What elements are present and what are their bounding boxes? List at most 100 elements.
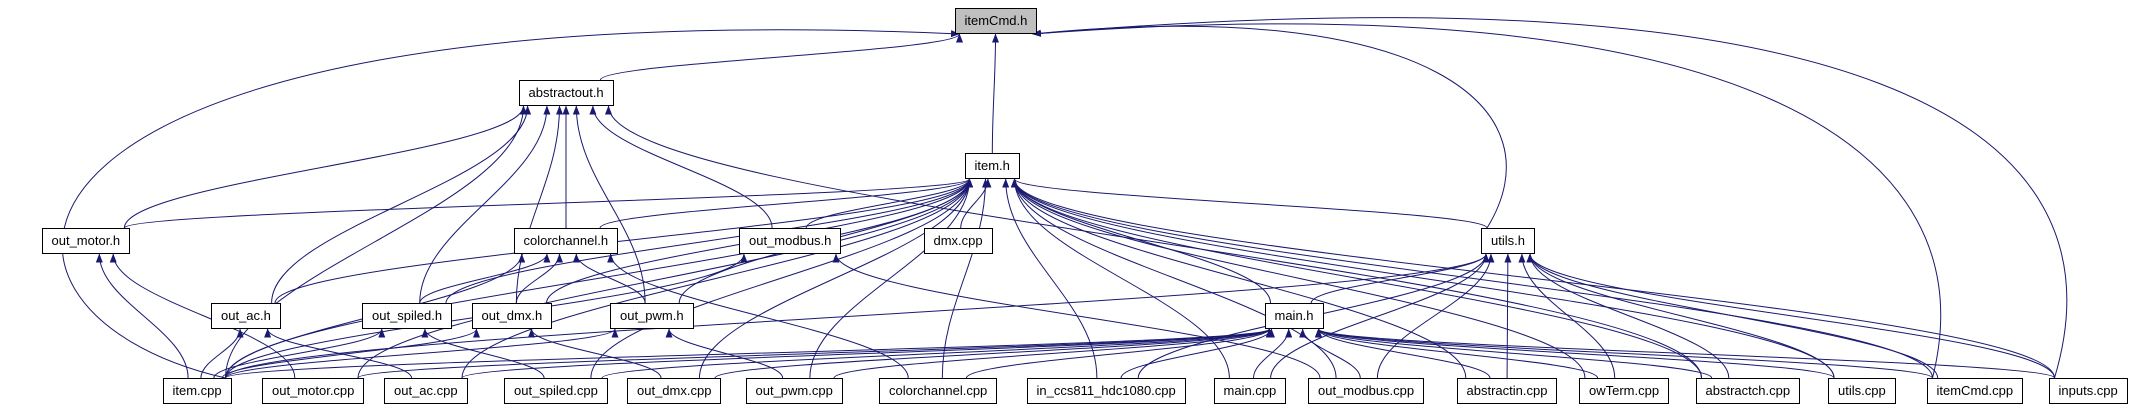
edge-out_spiled_h-to-item_h — [445, 178, 973, 304]
graph-node-main_h[interactable]: main.h — [1264, 303, 1324, 329]
edge-out_pwm_cpp-to-item_h — [809, 178, 973, 379]
edge-out_modbus_cpp-to-utils_h — [1376, 253, 1495, 379]
edge-main_h-to-utils_h — [1310, 253, 1490, 304]
graph-node-out_motor_h[interactable]: out_motor.h — [41, 228, 131, 254]
edge-abstractch_cpp-to-main_h — [1315, 328, 1713, 379]
edge-utils_h-to-itemCmd_h — [1032, 25, 1507, 229]
edge-item_cpp-to-out_pwm_h — [225, 328, 619, 379]
graph-node-out_spiled_cpp[interactable]: out_spiled.cpp — [504, 378, 608, 404]
graph-node-out_pwm_cpp[interactable]: out_pwm.cpp — [745, 378, 843, 404]
edge-item_cpp-to-out_dmx_h — [221, 328, 480, 379]
edge-out_motor_cpp-to-main_h — [357, 328, 1273, 379]
edge-abstractch_cpp-to-utils_h — [1526, 253, 1730, 379]
edge-out_motor_h-to-item_h — [124, 178, 973, 229]
edge-inputs_cpp-to-utils_h — [1526, 253, 2055, 379]
edge-out_spiled_h-to-abstractout_h — [419, 105, 551, 304]
edge-abstractch_cpp-to-abstractout_h — [605, 105, 1702, 379]
graph-node-out_pwm_h[interactable]: out_pwm.h — [610, 303, 694, 329]
edge-utils_cpp-to-item_h — [1011, 178, 1835, 379]
graph-node-out_ac_cpp[interactable]: out_ac.cpp — [384, 378, 468, 404]
edge-out_ac_h-to-item_h — [274, 178, 973, 304]
graph-node-out_modbus_h[interactable]: out_modbus.h — [739, 228, 842, 254]
edge-item_cpp-to-abstractout_h — [225, 105, 527, 379]
edge-colorchannel_cpp-to-item_h — [941, 178, 990, 379]
edge-owTerm_cpp-to-main_h — [1315, 328, 1599, 379]
edge-utils_h-to-item_h — [1011, 178, 1488, 229]
graph-node-abstractin_cpp[interactable]: abstractin.cpp — [1456, 378, 1558, 404]
edge-utils_cpp-to-main_h — [1315, 328, 1835, 379]
edge-out_dmx_h-to-abstractout_h — [515, 105, 564, 304]
edge-out_pwm_h-to-abstractout_h — [572, 105, 646, 304]
graph-node-in_ccs811_hdc1080_cpp[interactable]: in_ccs811_hdc1080.cpp — [1026, 378, 1186, 404]
edge-out_modbus_cpp-to-item_h — [1011, 178, 1337, 379]
graph-node-utils_cpp[interactable]: utils.cpp — [1828, 378, 1896, 404]
edge-itemCmd_cpp-to-itemCmd_h — [1032, 23, 1942, 379]
edge-out_pwm_h-to-colorchannel_h — [572, 253, 646, 304]
edge-inputs_cpp-to-itemCmd_h — [1032, 17, 2068, 379]
graph-node-abstractch_cpp[interactable]: abstractch.cpp — [1695, 378, 1801, 404]
edge-out_motor_cpp-to-out_motor_h — [109, 253, 296, 379]
graph-node-dmx_cpp[interactable]: dmx.cpp — [923, 228, 993, 254]
graph-node-out_spiled_h[interactable]: out_spiled.h — [362, 303, 453, 329]
edge-out_modbus_cpp-to-main_h — [1299, 328, 1361, 379]
edge-out_spiled_cpp-to-item_h — [590, 178, 973, 379]
graph-node-owTerm_cpp[interactable]: owTerm.cpp — [1579, 378, 1670, 404]
graph-node-item_cpp[interactable]: item.cpp — [162, 378, 232, 404]
edge-colorchannel_cpp-to-main_h — [965, 328, 1273, 379]
edge-out_ac_h-to-abstractout_h — [271, 105, 532, 304]
edge-item_cpp-to-utils_h — [225, 253, 1490, 379]
edge-inputs_cpp-to-main_h — [1315, 328, 2055, 379]
edge-item_cpp-to-main_h — [225, 328, 1273, 379]
edge-out_modbus_cpp-to-out_modbus_h — [832, 253, 1321, 379]
edge-out_dmx_cpp-to-out_dmx_h — [527, 328, 662, 379]
graph-node-out_modbus_cpp[interactable]: out_modbus.cpp — [1308, 378, 1425, 404]
edge-out_spiled_cpp-to-out_spiled_h — [421, 328, 545, 379]
edge-out_dmx_cpp-to-main_h — [714, 328, 1273, 379]
edge-inputs_cpp-to-item_h — [1011, 178, 2055, 379]
graph-node-inputs_cpp[interactable]: inputs.cpp — [2048, 378, 2128, 404]
edge-abstractin_cpp-to-utils_h — [1504, 253, 1512, 379]
edge-utils_cpp-to-utils_h — [1526, 253, 1835, 379]
edge-itemCmd_cpp-to-utils_h — [1526, 253, 1939, 379]
graph-node-out_dmx_cpp[interactable]: out_dmx.cpp — [627, 378, 722, 404]
graph-node-abstractout_h[interactable]: abstractout.h — [518, 80, 614, 106]
edge-item_h-to-itemCmd_h — [991, 33, 1000, 154]
edge-group — [61, 17, 2068, 379]
edge-colorchannel_h-to-item_h — [599, 178, 973, 229]
edge-colorchannel_cpp-to-colorchannel_h — [607, 253, 909, 379]
graph-node-itemCmd_cpp[interactable]: itemCmd.cpp — [1926, 378, 2024, 404]
edge-abstractin_cpp-to-main_h — [1315, 328, 1491, 379]
edge-out_spiled_cpp-to-main_h — [601, 328, 1273, 379]
edge-out_motor_h-to-abstractout_h — [123, 105, 527, 229]
graph-node-colorchannel_cpp[interactable]: colorchannel.cpp — [879, 378, 998, 404]
graph-node-colorchannel_h[interactable]: colorchannel.h — [513, 228, 619, 254]
graph-node-out_motor_cpp[interactable]: out_motor.cpp — [262, 378, 365, 404]
edge-abstractout_h-to-itemCmd_h — [599, 33, 963, 81]
edge-main_cpp-to-main_h — [1253, 328, 1293, 379]
edge-out_pwm_cpp-to-out_pwm_h — [665, 328, 784, 379]
edge-abstractch_cpp-to-item_h — [1011, 178, 1702, 379]
edge-itemCmd_cpp-to-main_h — [1315, 328, 1933, 379]
edge-out_dmx_h-to-colorchannel_h — [515, 253, 564, 304]
edge-in_ccs811_hdc1080_cpp-to-main_h — [1120, 328, 1275, 379]
edge-item_cpp-to-out_spiled_h — [213, 328, 386, 379]
graph-node-item_h[interactable]: item.h — [964, 153, 1020, 179]
edge-out_modbus_h-to-item_h — [805, 178, 973, 229]
edge-out_ac_cpp-to-out_ac_h — [264, 328, 413, 379]
edge-out_dmx_cpp-to-item_h — [698, 178, 973, 379]
edge-out_ac_cpp-to-main_h — [461, 328, 1273, 379]
edge-item_cpp-to-itemCmd_h — [61, 29, 960, 379]
graph-node-itemCmd_h[interactable]: itemCmd.h — [954, 8, 1038, 34]
graph-node-out_ac_h[interactable]: out_ac.h — [211, 303, 281, 329]
edge-main_h-to-item_h — [1011, 178, 1271, 304]
graph-node-out_dmx_h[interactable]: out_dmx.h — [471, 303, 553, 329]
edge-owTerm_cpp-to-utils_h — [1518, 253, 1616, 379]
edge-out_modbus_h-to-abstractout_h — [589, 105, 773, 229]
edge-out_spiled_h-to-colorchannel_h — [419, 253, 551, 304]
edge-item_cpp-to-out_motor_h — [95, 253, 189, 379]
graph-node-utils_h[interactable]: utils.h — [1481, 228, 1535, 254]
edge-item_cpp-to-out_ac_h — [200, 328, 244, 379]
graph-node-main_cpp[interactable]: main.cpp — [1213, 378, 1287, 404]
